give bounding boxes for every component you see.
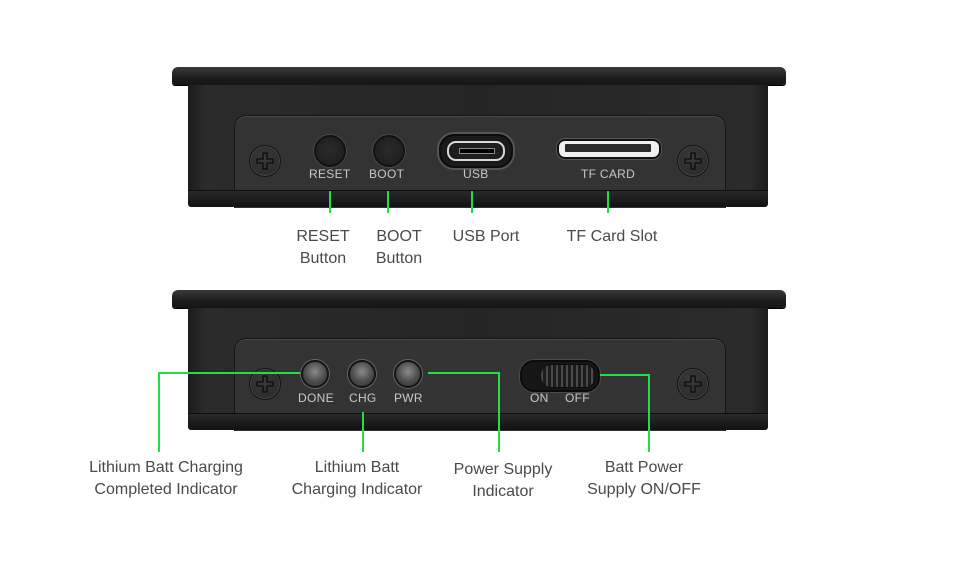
leader-line-chg bbox=[362, 412, 364, 452]
device-base bbox=[188, 413, 768, 430]
callout-boot-button: BOOT Button bbox=[366, 226, 432, 270]
leader-line-tf-card bbox=[607, 191, 609, 213]
screw-icon bbox=[677, 145, 709, 177]
leader-line-boot bbox=[387, 191, 389, 213]
callout-battery-switch: Batt Power Supply ON/OFF bbox=[574, 457, 714, 501]
tf-slot-opening bbox=[565, 144, 651, 152]
device-lid bbox=[172, 67, 786, 85]
callout-done-indicator: Lithium Batt Charging Completed Indicato… bbox=[66, 457, 266, 501]
screw-icon bbox=[249, 145, 281, 177]
boot-button[interactable] bbox=[373, 135, 405, 167]
reset-silkscreen: RESET bbox=[309, 167, 351, 181]
callout-line-1: Power Supply bbox=[453, 461, 553, 478]
callout-chg-indicator: Lithium Batt Charging Indicator bbox=[277, 457, 437, 501]
callout-line-2: Supply ON/OFF bbox=[587, 481, 701, 498]
callout-line-2: Charging Indicator bbox=[291, 481, 423, 498]
callout-line-1: Lithium Batt Charging bbox=[89, 459, 243, 476]
on-silkscreen: ON bbox=[530, 391, 549, 405]
callout-reset-button: RESET Button bbox=[290, 226, 356, 270]
leader-line-usb bbox=[471, 191, 473, 213]
off-silkscreen: OFF bbox=[565, 391, 590, 405]
device-top-view: RESET BOOT USB TF CARD bbox=[172, 67, 786, 208]
reset-button[interactable] bbox=[314, 135, 346, 167]
device-bottom-view: DONE CHG PWR ON OFF bbox=[172, 290, 786, 431]
usb-c-receptacle bbox=[447, 141, 505, 161]
leader-line-done-v bbox=[158, 372, 160, 452]
callout-line-1: BOOT bbox=[376, 228, 422, 245]
device-lid bbox=[172, 290, 786, 308]
battery-power-switch[interactable] bbox=[520, 360, 600, 392]
callout-tf-card-slot: TF Card Slot bbox=[556, 226, 668, 248]
pwr-led bbox=[394, 360, 422, 388]
usb-tongue bbox=[459, 148, 495, 154]
switch-knob[interactable] bbox=[540, 364, 596, 388]
usb-silkscreen: USB bbox=[463, 167, 489, 181]
leader-line-reset bbox=[329, 191, 331, 213]
callout-line-1: TF Card Slot bbox=[566, 228, 658, 245]
leader-line-switch-v bbox=[648, 374, 650, 452]
boot-silkscreen: BOOT bbox=[369, 167, 405, 181]
done-led bbox=[301, 360, 329, 388]
callout-line-1: Batt Power bbox=[604, 459, 684, 476]
chg-silkscreen: CHG bbox=[349, 391, 377, 405]
usb-port[interactable] bbox=[439, 134, 513, 168]
leader-line-switch-h bbox=[600, 374, 650, 376]
leader-line-done-h bbox=[158, 372, 300, 374]
callout-line-2: Button bbox=[375, 250, 423, 267]
tf-card-slot[interactable] bbox=[557, 139, 661, 159]
callout-line-2: Button bbox=[299, 250, 347, 267]
done-silkscreen: DONE bbox=[298, 391, 334, 405]
chg-led bbox=[348, 360, 376, 388]
screw-icon bbox=[677, 368, 709, 400]
callout-line-1: RESET bbox=[296, 228, 350, 245]
device-base bbox=[188, 190, 768, 207]
callout-line-2: Indicator bbox=[472, 483, 534, 500]
callout-line-2: Completed Indicator bbox=[94, 481, 238, 498]
callout-line-1: Lithium Batt bbox=[314, 459, 400, 476]
callout-pwr-indicator: Power Supply Indicator bbox=[440, 459, 566, 503]
tf-card-silkscreen: TF CARD bbox=[581, 167, 636, 181]
pwr-silkscreen: PWR bbox=[394, 391, 423, 405]
callout-usb-port: USB Port bbox=[440, 226, 532, 248]
leader-line-pwr-h bbox=[428, 372, 500, 374]
leader-line-pwr-v bbox=[498, 372, 500, 452]
callout-line-1: USB Port bbox=[452, 228, 520, 245]
